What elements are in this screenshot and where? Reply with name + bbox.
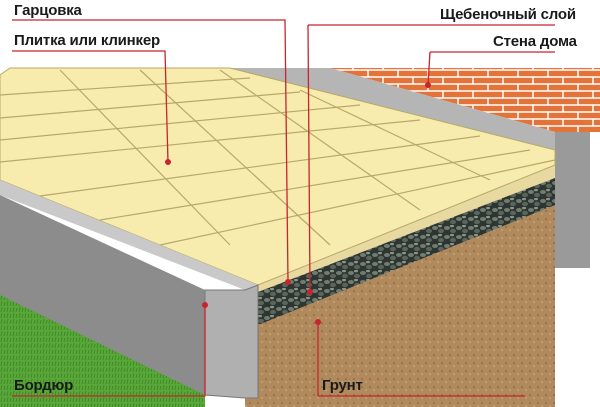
curb-side [0, 195, 205, 395]
label-tile: Плитка или клинкер [14, 32, 160, 49]
paving-tiles [0, 67, 556, 286]
house-wall-brick [330, 68, 600, 132]
label-curb: Бордюр [14, 377, 74, 394]
foundation [555, 132, 590, 268]
label-wall: Стена дома [493, 33, 577, 50]
gravel-layer [258, 175, 555, 325]
tile-joints [0, 69, 556, 246]
label-gravel: Щебеночный слой [440, 6, 576, 23]
soil-layer [245, 190, 555, 407]
label-hartsovka: Гарцовка [14, 2, 82, 19]
curb-top [0, 180, 258, 290]
leader-lines [12, 19, 555, 397]
curb-end [204, 284, 259, 399]
label-soil: Грунт [322, 377, 363, 394]
sand-layer [258, 165, 555, 292]
